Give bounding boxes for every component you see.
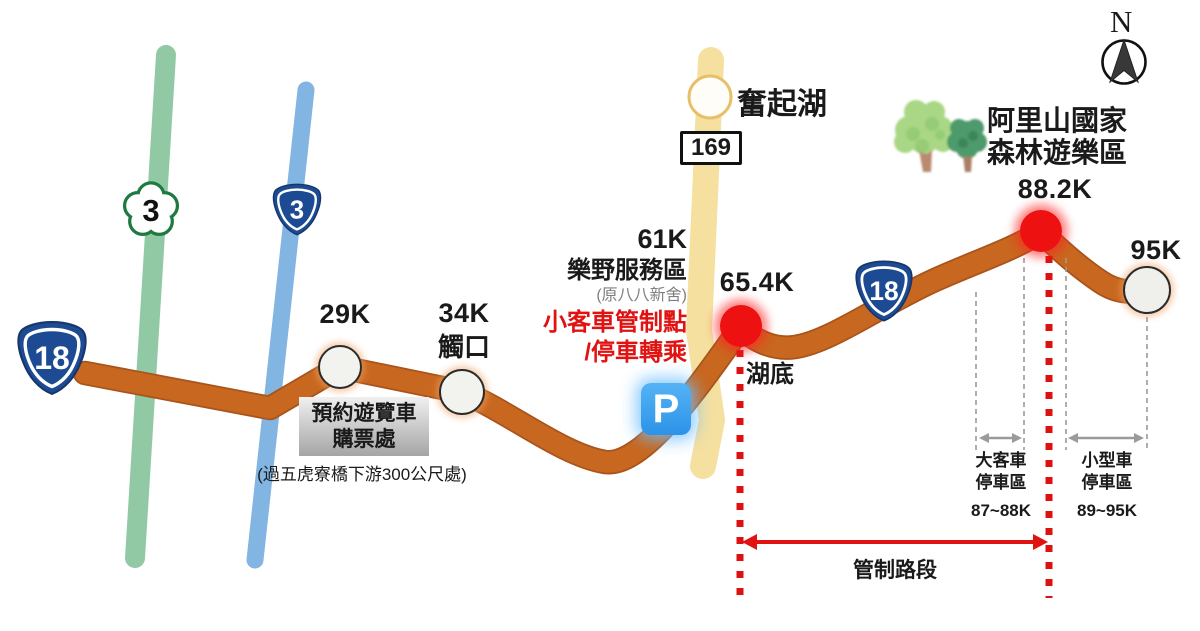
alishan-title-line2: 森林遊樂區: [986, 137, 1128, 168]
car-parking-zone-range: 89~95K: [1076, 501, 1138, 520]
freeway3-road: [125, 45, 176, 568]
bus-ticket-office-line2: 購票處: [332, 427, 396, 451]
compass-north-label: N: [1110, 4, 1133, 39]
k882-label: 88.2K: [1017, 174, 1093, 204]
k29-label: 29K: [319, 299, 371, 329]
provincial3-shield-number: 3: [290, 197, 304, 225]
forest-icon: [894, 100, 987, 172]
north-compass-icon: [1101, 38, 1147, 85]
bus-parking-zone-label: 大客車 停車區 87~88K: [971, 450, 1031, 522]
parking-icon: P: [641, 383, 691, 435]
zone-guide-lines: [975, 258, 1148, 450]
control-point-marker-654k: [714, 299, 768, 353]
provincial3-shield: 3: [269, 180, 325, 244]
bus-ticket-office-note: (過五虎寮橋下游300公尺處): [257, 465, 467, 484]
car-parking-zone-line2: 停車區: [1081, 473, 1133, 492]
park-and-ride-label: /停車轉乘: [584, 339, 687, 366]
route18-shield-mid-number: 18: [869, 276, 898, 306]
provincial3-road: [246, 81, 315, 569]
k61-label: 61K: [637, 224, 687, 254]
route169-sign: 169: [680, 131, 742, 165]
route18-shield-mid: 18: [851, 252, 917, 335]
route18-shield-left: 18: [12, 316, 92, 405]
alishan-title-line1: 阿里山國家: [986, 105, 1128, 136]
station-marker-29k: [315, 342, 365, 392]
freeway3-shield-number: 3: [142, 193, 159, 228]
k95-label: 95K: [1130, 235, 1182, 265]
station-marker-34k: [436, 366, 488, 418]
control-point-marker-882k: [1014, 204, 1068, 258]
freeway3-shield: 3: [121, 180, 181, 245]
car-parking-zone-label: 小型車 停車區 89~95K: [1077, 450, 1137, 522]
route169-road: [686, 47, 725, 479]
leye-service-area-label: 樂野服務區: [567, 257, 687, 284]
k61-info-block: 61K 樂野服務區 (原八八新舍) 小客車管制點 /停車轉乘: [543, 226, 687, 371]
car-control-point-label: 小客車管制點: [543, 309, 687, 336]
control-section-arrow: [742, 534, 1048, 550]
station-marker-95k: [1120, 263, 1174, 317]
chukou-label: 觸口: [437, 332, 491, 362]
bus-zone-arrow: [979, 433, 1022, 443]
bus-parking-zone-line1: 大客車: [975, 451, 1027, 470]
parking-icon-letter: P: [652, 386, 680, 431]
hudi-label: 湖底: [746, 361, 794, 388]
route18-shield-left-number: 18: [34, 340, 70, 376]
bus-parking-zone-range: 87~88K: [970, 501, 1032, 520]
k34-label: 34K: [438, 298, 490, 328]
car-parking-zone-line1: 小型車: [1081, 451, 1133, 470]
k654-label: 65.4K: [719, 267, 795, 297]
control-section-label: 管制路段: [853, 559, 937, 582]
bus-ticket-office-box: 預約遊覽車 購票處: [299, 397, 429, 456]
bus-ticket-office-line1: 預約遊覽車: [311, 401, 417, 425]
route169-sign-number: 169: [690, 134, 732, 161]
bus-parking-zone-line2: 停車區: [975, 473, 1027, 492]
leye-subnote: (原八八新舍): [596, 287, 687, 304]
car-zone-arrow: [1068, 433, 1144, 443]
fenqihu-label: 奮起湖: [737, 88, 827, 121]
route18-road: [74, 221, 1158, 473]
station-marker-fenqihu: [687, 74, 733, 120]
